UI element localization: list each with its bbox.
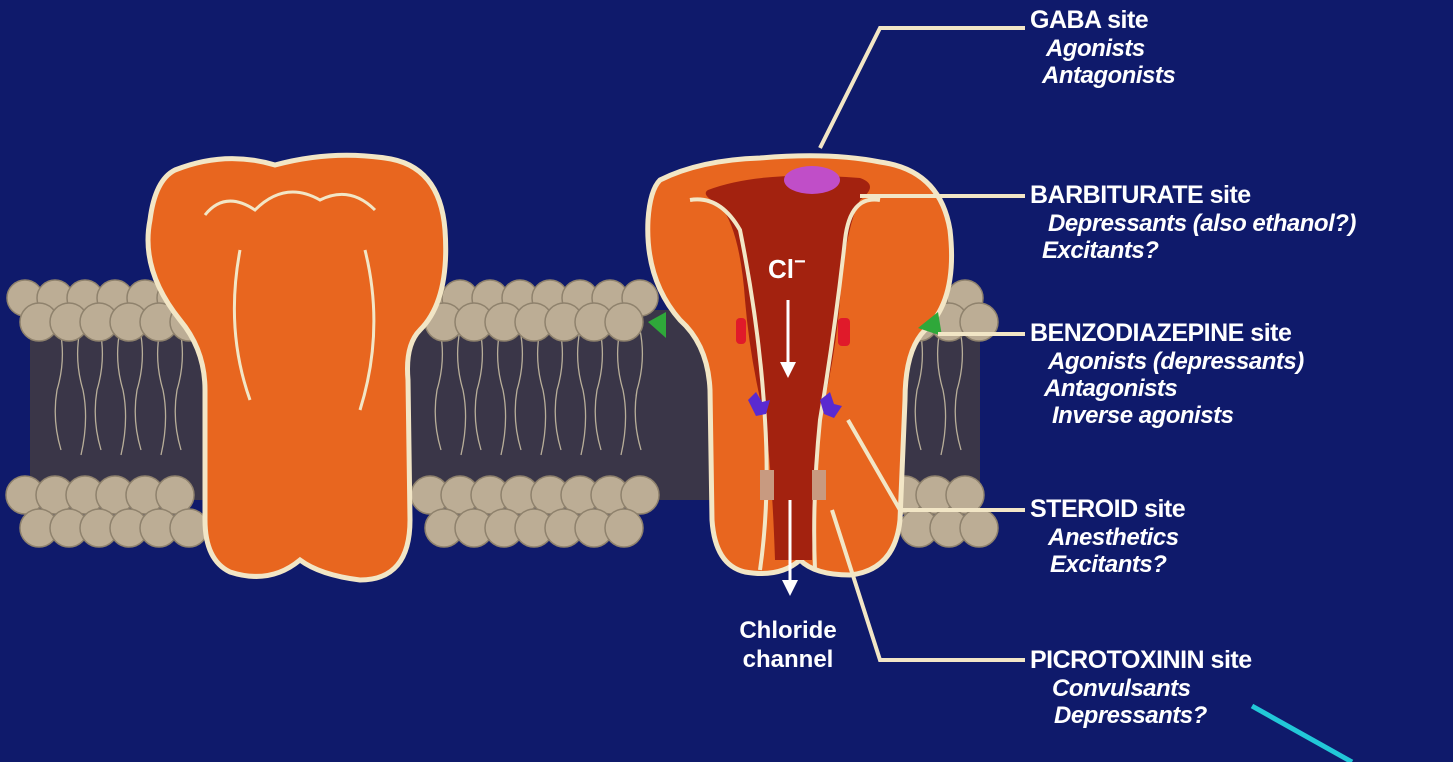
barbiturate-site-item: Excitants? — [1030, 237, 1356, 264]
gaba-site-title: GABA site — [1030, 5, 1175, 35]
steroid-site-title: STEROID site — [1030, 494, 1185, 524]
benzodiazepine-site-title: BENZODIAZEPINE site — [1030, 318, 1304, 348]
cyan-pointer-line — [1252, 706, 1352, 762]
barbiturate-site-right — [838, 318, 850, 346]
picrotoxinin-site-title: PICROTOXININ site — [1030, 645, 1252, 675]
gaba-site-item: Antagonists — [1030, 62, 1175, 89]
barbiturate-site-left — [736, 318, 746, 344]
chloride-label-line-1: Chloride — [718, 616, 858, 645]
gaba-site-label: GABA site Agonists Antagonists — [1030, 5, 1175, 89]
steroid-site-item: Excitants? — [1030, 551, 1185, 578]
picrotoxinin-site-item: Depressants? — [1030, 702, 1252, 729]
picrotoxinin-site-right — [812, 470, 826, 500]
gaba-site-item: Agonists — [1030, 35, 1175, 62]
benzodiazepine-site-item: Antagonists — [1030, 375, 1304, 402]
benzodiazepine-site-item: Agonists (depressants) — [1030, 348, 1304, 375]
barbiturate-site-item: Depressants (also ethanol?) — [1030, 210, 1356, 237]
lipid-head — [621, 476, 659, 514]
barbiturate-site-label: BARBITURATE site Depressants (also ethan… — [1030, 180, 1356, 264]
picrotoxinin-site-label: PICROTOXININ site Convulsants Depressant… — [1030, 645, 1252, 729]
benzodiazepine-site-item: Inverse agonists — [1030, 402, 1304, 429]
chloride-label-line-2: channel — [718, 645, 858, 674]
barbiturate-site-title: BARBITURATE site — [1030, 180, 1356, 210]
picrotoxinin-site-item: Convulsants — [1030, 675, 1252, 702]
lipid-head — [605, 303, 643, 341]
steroid-site-item: Anesthetics — [1030, 524, 1185, 551]
lipid-head — [605, 509, 643, 547]
steroid-site-label: STEROID site Anesthetics Excitants? — [1030, 494, 1185, 578]
picrotoxinin-site-left — [760, 470, 774, 500]
gaba-binding-site — [784, 166, 840, 194]
lipid-head — [960, 509, 998, 547]
lipid-head — [170, 509, 208, 547]
benzodiazepine-site-label: BENZODIAZEPINE site Agonists (depressant… — [1030, 318, 1304, 429]
chloride-channel-label: Chloride channel — [718, 616, 858, 674]
